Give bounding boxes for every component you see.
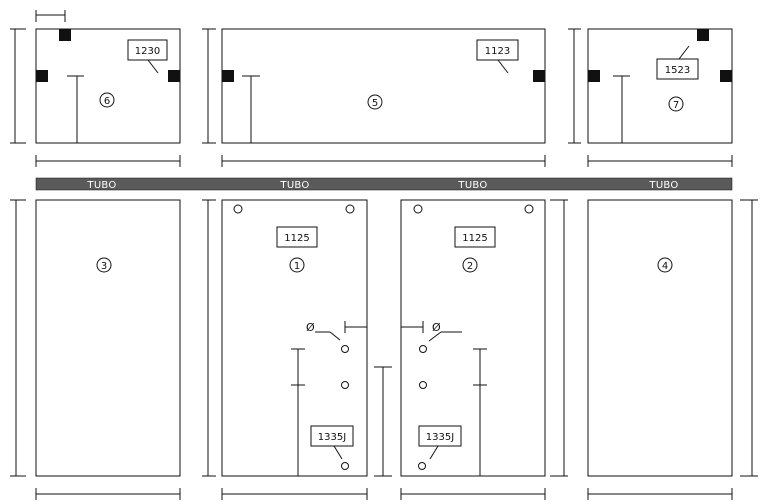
part-code-tag [656,58,699,80]
panel-number-circle [462,257,478,273]
part-code: 1230 [135,46,160,57]
drill-hole [341,462,349,470]
part-code-tag [127,39,168,61]
panel-5: 1123 5 [202,28,546,167]
mounting-hole [233,204,243,214]
tubo-label: TUBO [86,180,116,191]
diameter-symbol: Ø [306,321,315,334]
panel-number-circle [657,257,673,273]
drill-hole [341,381,349,389]
panel-number: 3 [101,261,107,272]
part-code: 1335J [318,432,346,443]
panel-number-circle [99,92,115,108]
hinge-block [588,70,600,82]
panel-number: 1 [294,261,300,272]
part-code: 1125 [462,233,487,244]
part-code: 1123 [485,46,510,57]
panel-number: 2 [467,261,473,272]
panel-number: 4 [662,261,668,272]
panel-7: 1523 7 [568,28,733,167]
panel-4-board [587,199,733,477]
panel-1: 1125 1 Ø 1335J [202,199,368,500]
panel-number-circle [289,257,305,273]
panel-3-board [35,199,181,477]
tubo-bar-fill [35,177,733,191]
tubo-label: TUBO [457,180,487,191]
hinge-block [59,29,71,41]
panel-number: 7 [673,100,679,111]
hinge-block [697,29,709,41]
mounting-hole [413,204,423,214]
hinge-block [222,70,234,82]
tubo-label: TUBO [648,180,678,191]
panel-number-circle [668,96,684,112]
hinge-block [36,70,48,82]
tubo-bar: TUBO TUBO TUBO TUBO [35,177,733,191]
gap-dimension [374,366,392,477]
panel-number: 6 [104,96,110,107]
part-code: 1523 [665,65,690,76]
drill-hole [419,345,427,353]
panel-2: 1125 2 Ø 1335J [400,199,568,500]
part-code-tag [310,425,354,447]
part-code-tag [454,226,496,248]
part-code: 1335J [426,432,454,443]
panel-4: 4 [587,199,758,500]
panel-6: 1230 6 [10,10,181,167]
diameter-symbol: Ø [432,321,441,334]
panel-7-board [587,28,733,144]
drill-hole [419,381,427,389]
hinge-block [720,70,732,82]
drill-hole [418,462,426,470]
part-code-tag [476,39,519,61]
part-code-tag [276,226,318,248]
mounting-hole [345,204,355,214]
panel-number: 5 [372,98,378,109]
panel-number-circle [367,94,383,110]
drill-hole [341,345,349,353]
panel-number-circle [96,257,112,273]
tubo-label: TUBO [279,180,309,191]
part-code-tag [418,425,462,447]
mounting-hole [524,204,534,214]
hinge-block [168,70,180,82]
hinge-block [533,70,545,82]
part-code: 1125 [284,233,309,244]
panel-3: 3 [10,199,181,500]
